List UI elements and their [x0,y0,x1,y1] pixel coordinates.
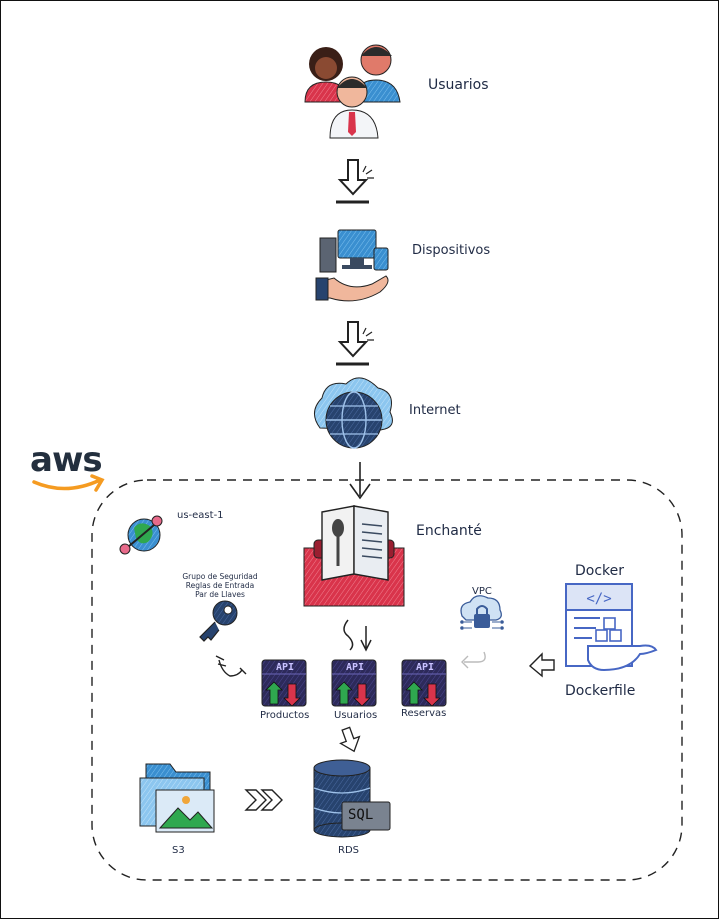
vpc-icon [460,595,504,630]
double-chevron-icon [244,789,283,811]
api-badge-reservas: API [416,662,435,673]
internet-cloud-icon [314,377,393,449]
devices-label: Dispositivos [412,243,491,258]
vpc-label: VPC [472,586,492,597]
api-badge-productos: API [276,662,295,673]
api-server-icon-productos [261,659,307,707]
return-arrow-icon [461,651,486,669]
dockerfile-label: Dockerfile [565,683,636,699]
aws-logo: aws [30,440,103,480]
download-arrow-icon [336,321,374,366]
flow-squiggle-icon [343,619,372,652]
left-arrow-icon [528,652,555,678]
api-usuarios-label: Usuarios [334,710,378,721]
flow-arrow-icon [349,462,371,500]
aws-region-boundary [91,479,683,881]
api-badge-usuarios: API [346,662,365,673]
users-icon [304,44,401,139]
security-line-2: Reglas de Entrada [185,581,255,590]
internet-label: Internet [409,403,461,418]
rds-label: RDS [338,845,359,856]
region-globe-icon [119,515,163,555]
api-productos-label: Productos [260,710,310,721]
docker-label: Docker [575,563,625,579]
sql-badge: SQL [348,807,374,823]
aws-smile-icon [32,474,105,492]
rds-database-icon [313,759,391,838]
down-arrow-icon [339,726,361,753]
api-server-icon-usuarios [331,659,377,707]
api-server-icon-reservas [401,659,447,707]
region-label: us-east-1 [177,510,224,521]
security-line-1: Grupo de Seguridad [182,572,258,581]
download-arrow-icon [336,159,374,204]
s3-label: S3 [172,845,185,856]
security-line-3: Par de Llaves [195,590,245,599]
docker-icon: </> [565,583,658,672]
key-icon [199,600,238,642]
api-reservas-label: Reservas [401,708,447,719]
app-label: Enchanté [416,523,482,539]
security-group-label: Grupo de Seguridad Reglas de Entrada Par… [172,572,268,599]
svg-text:</>: </> [586,591,611,607]
users-label: Usuarios [428,77,489,93]
app-menu-icon [303,505,405,607]
devices-icon [315,229,389,302]
connector-icon [215,655,247,677]
s3-folder-icon [139,763,215,833]
